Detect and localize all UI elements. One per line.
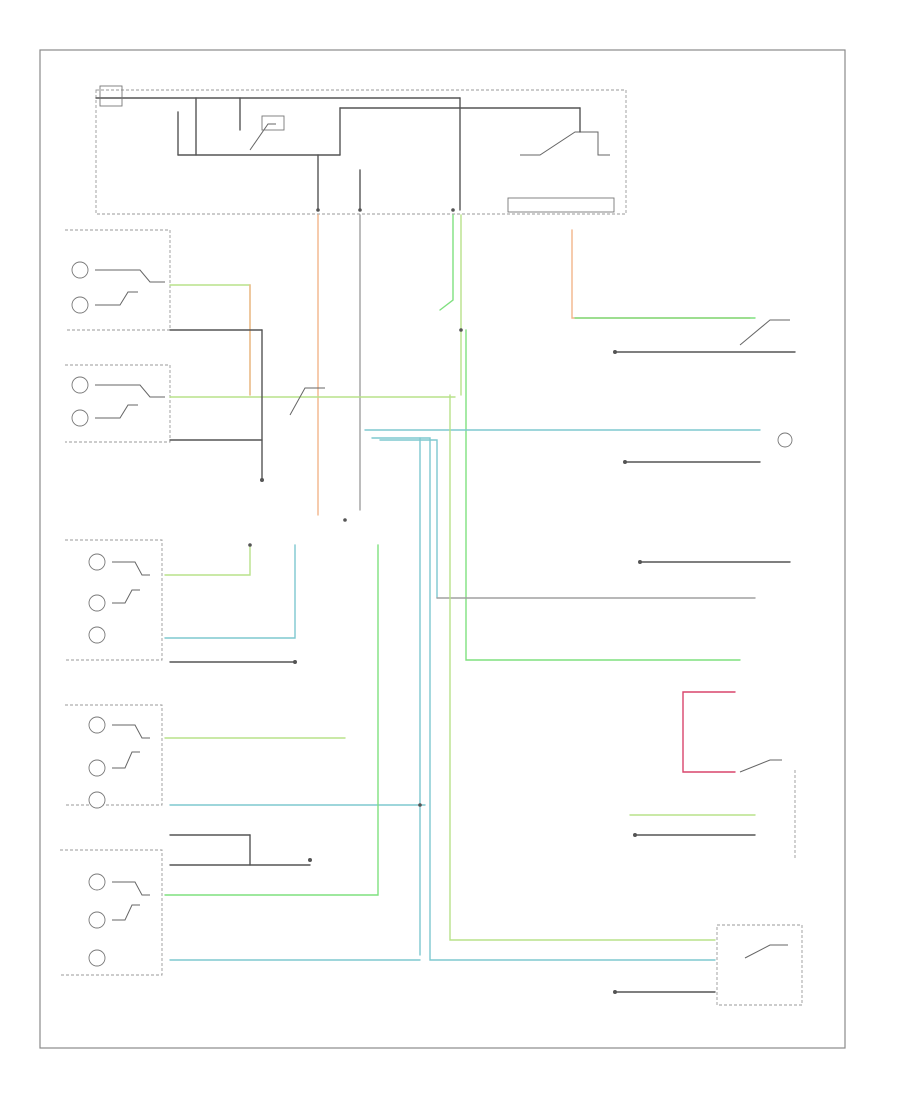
fuse-junction-box	[95, 85, 627, 215]
diagram-frame	[39, 49, 846, 1049]
front-dome-lamp-module	[65, 539, 297, 664]
right-side-components	[449, 319, 803, 1006]
left-front-door-switch-module	[65, 229, 263, 396]
rear-dome-lamp-module	[60, 544, 379, 976]
connector-markers	[248, 208, 463, 807]
blue-signal-bus	[164, 429, 761, 961]
map-lamp-module	[65, 704, 346, 836]
trunk-wires	[317, 214, 756, 661]
left-rear-door-switch-module	[65, 329, 456, 482]
